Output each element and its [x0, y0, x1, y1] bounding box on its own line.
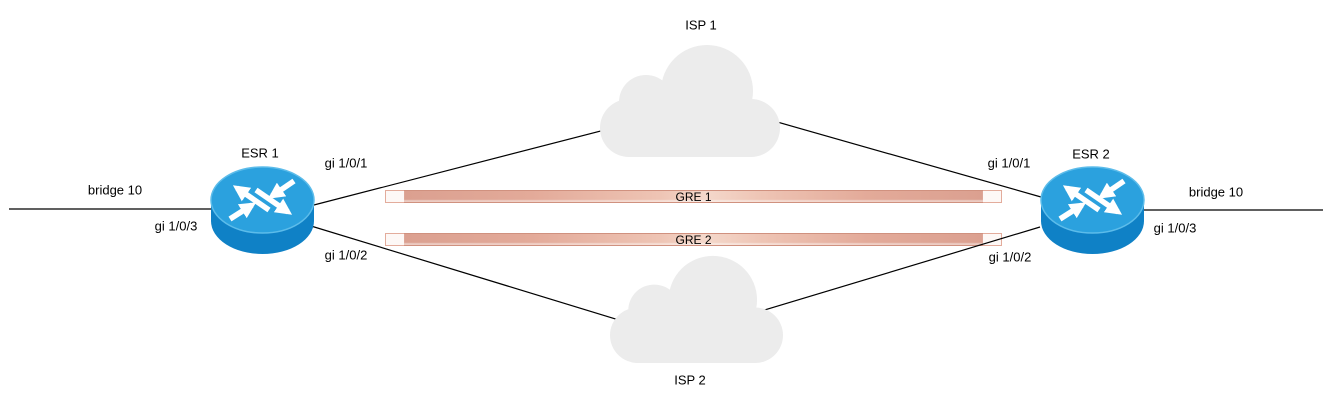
esr1-label: ESR 1	[241, 145, 279, 161]
tunnel2-left-cap	[385, 233, 404, 246]
esr2-label: ESR 2	[1072, 146, 1110, 162]
tunnel1-label: GRE 1	[675, 189, 712, 204]
tunnel1-body: GRE 1	[404, 190, 983, 203]
tunnel1-left-cap	[385, 190, 404, 203]
tunnel2-body: GRE 2	[404, 233, 983, 246]
esr1-gi102-label: gi 1/0/2	[324, 247, 368, 263]
isp1-cloud-icon	[600, 45, 780, 157]
tunnel1-right-cap	[983, 190, 1002, 203]
link-isp1-esr2	[741, 111, 1042, 198]
esr1-router-icon	[210, 166, 315, 254]
isp2-label: ISP 2	[674, 372, 706, 388]
tunnel2-label: GRE 2	[675, 232, 712, 247]
tunnel2-right-cap	[983, 233, 1002, 246]
esr1-gi103-label: gi 1/0/3	[154, 218, 198, 234]
gre-tunnel-2: GRE 2	[385, 233, 1002, 246]
esr2-router-icon	[1040, 166, 1145, 254]
esr1-bridge10-label: bridge 10	[87, 182, 143, 198]
isp2-cloud-icon	[610, 255, 783, 363]
esr1-gi101-label: gi 1/0/1	[324, 155, 368, 171]
esr2-gi102-label: gi 1/0/2	[988, 249, 1032, 265]
gre-tunnel-1: GRE 1	[385, 190, 1002, 203]
isp1-label: ISP 1	[685, 17, 717, 33]
esr2-bridge10-label: bridge 10	[1188, 184, 1244, 200]
esr2-gi101-label: gi 1/0/1	[987, 155, 1031, 171]
esr2-gi103-label: gi 1/0/3	[1153, 220, 1197, 236]
